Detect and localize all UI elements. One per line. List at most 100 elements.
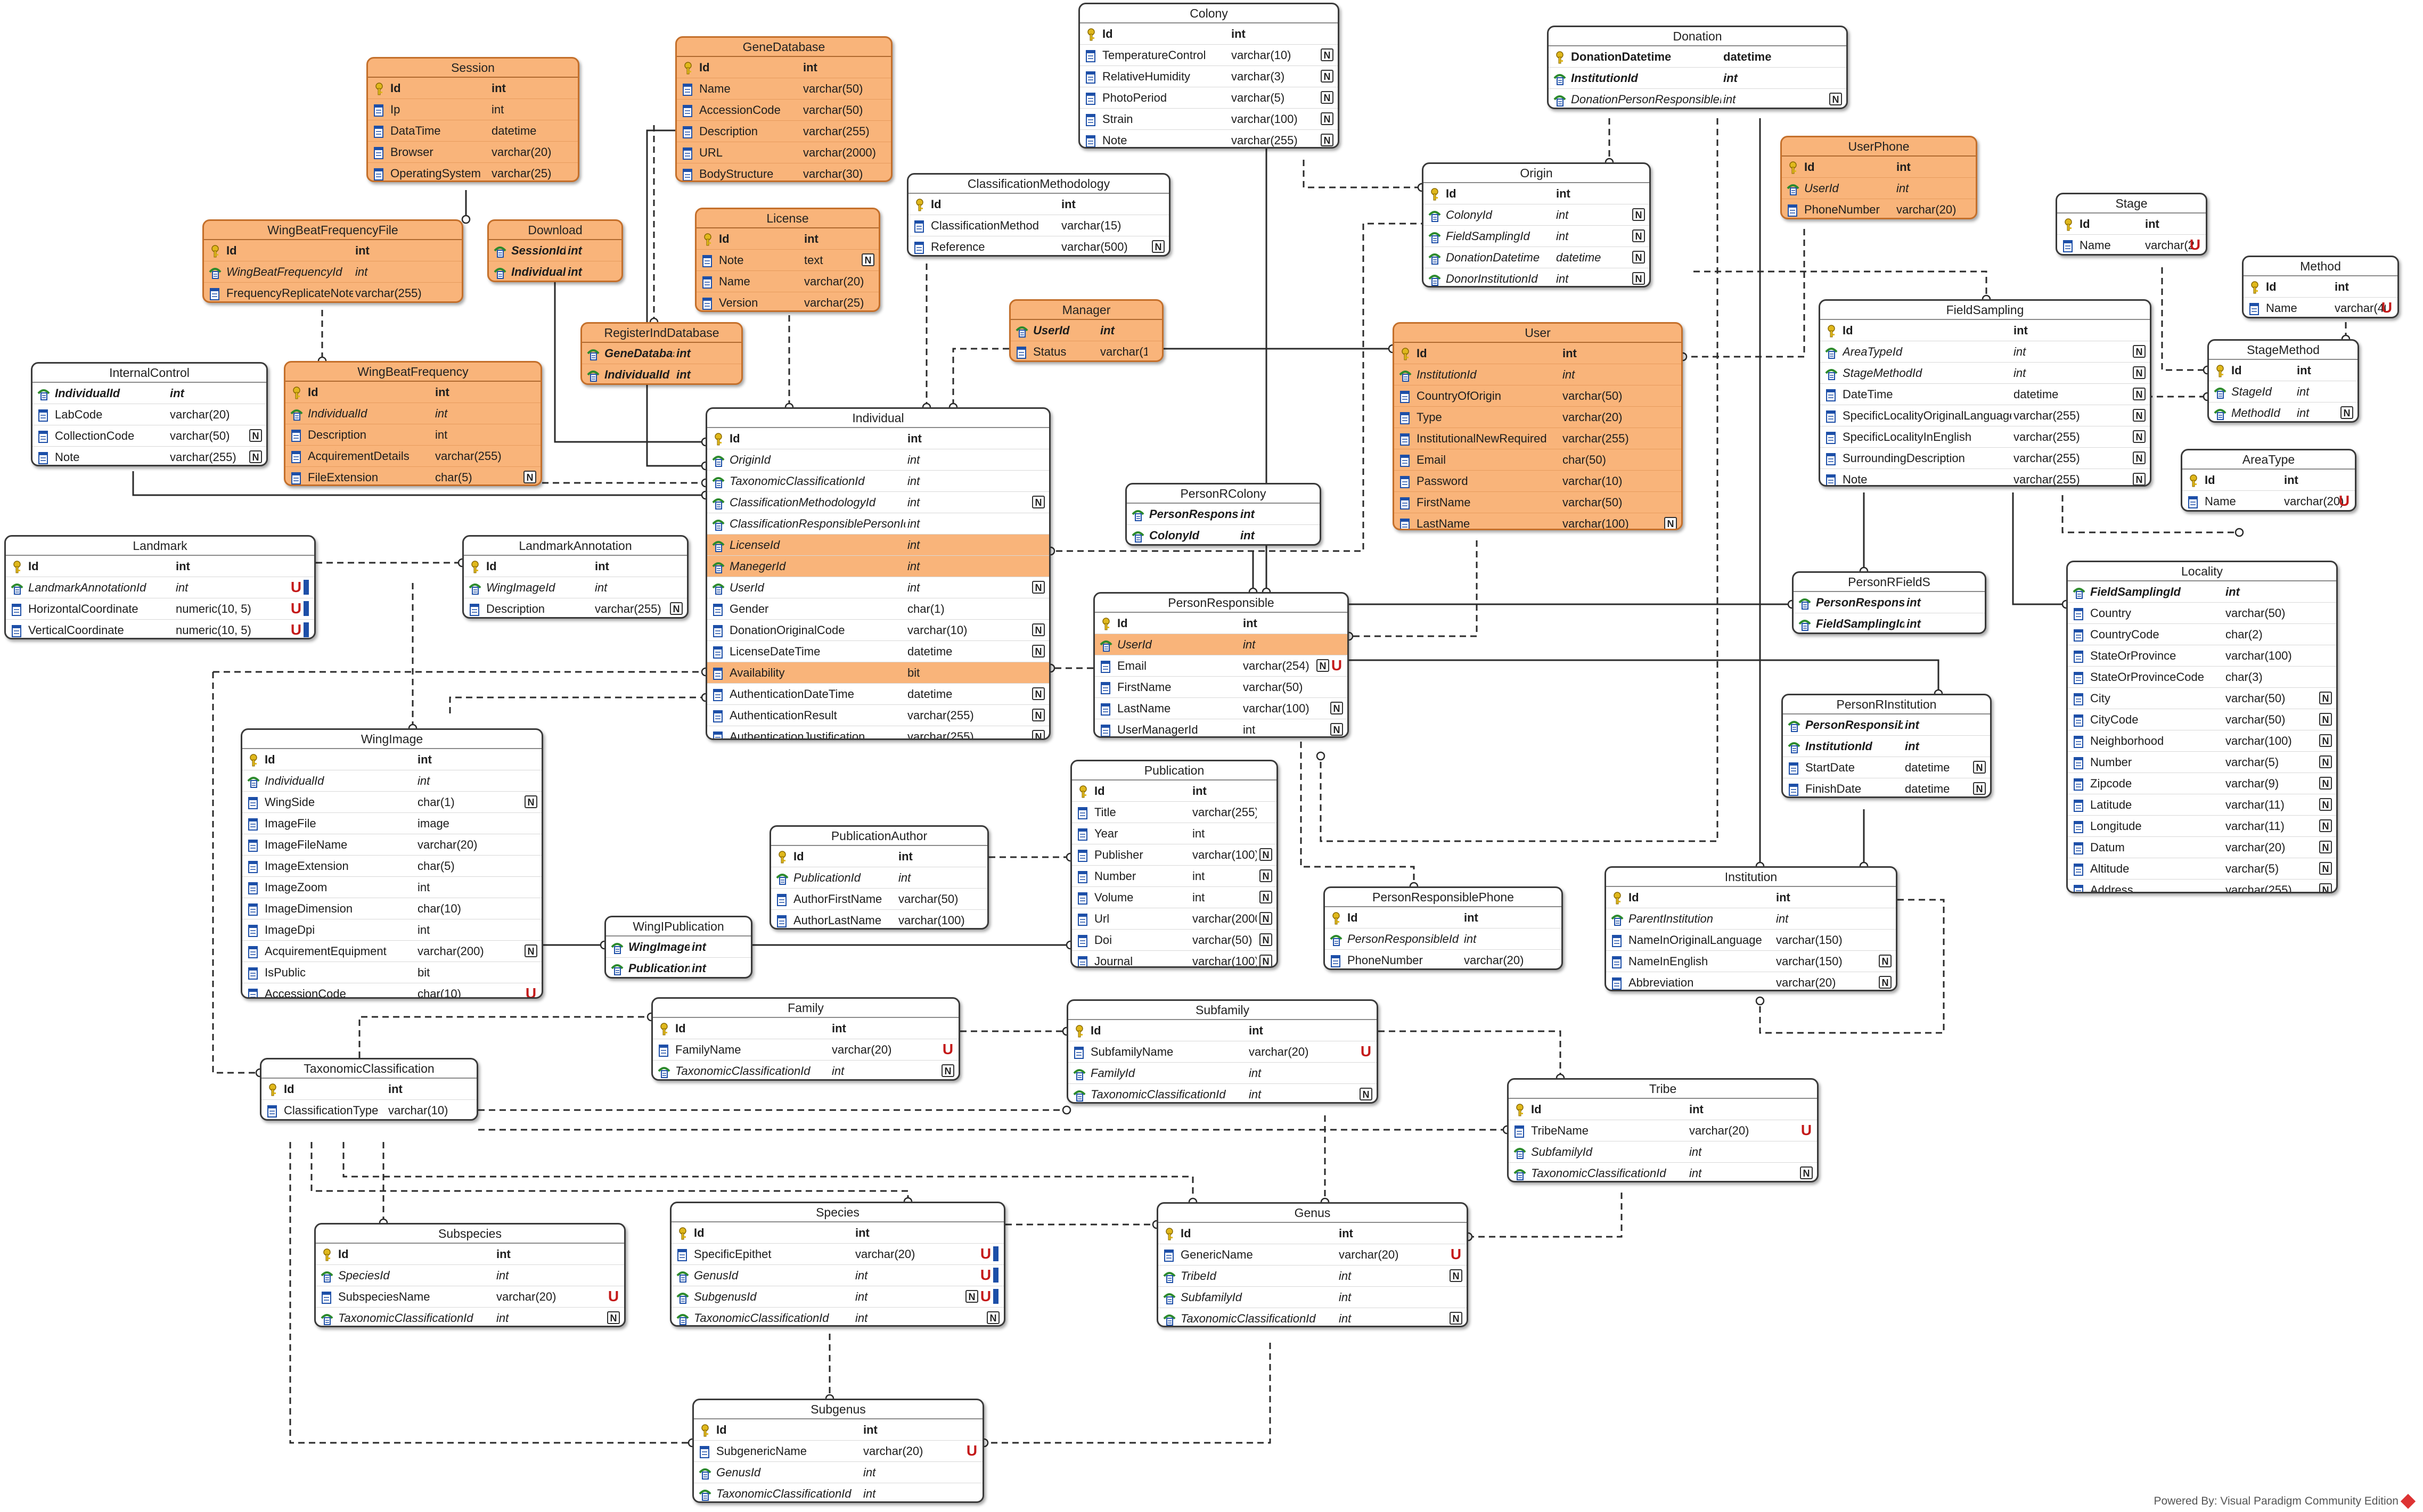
entity-personrcolony[interactable]: PersonRColonyPersonResponsibleIdintColon… xyxy=(1125,483,1321,546)
entity-download[interactable]: DownloadSessionIdintIndividualIdint xyxy=(487,219,623,282)
entity-personrfields[interactable]: PersonRFieldSPersonResponsibleIdintField… xyxy=(1792,571,1986,634)
